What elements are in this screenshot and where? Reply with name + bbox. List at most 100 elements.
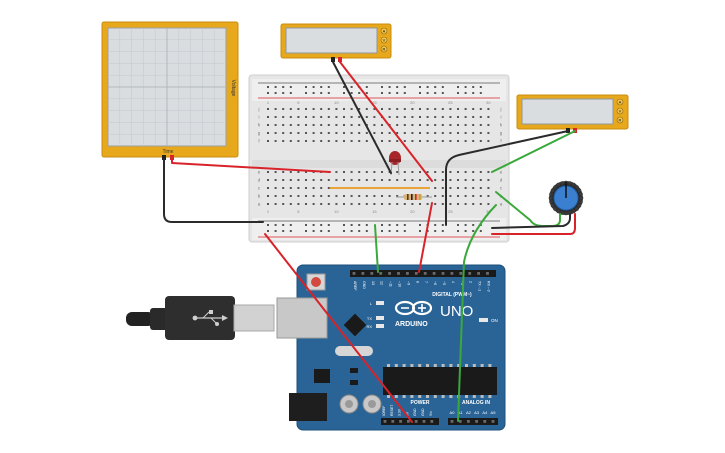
multimeter-top-mode-a[interactable] (380, 27, 388, 35)
digital-pin-label: RX←0 (487, 281, 491, 292)
digital-pin-label: ~3 (460, 281, 464, 285)
column-number: 25 (448, 209, 453, 214)
multimeter-top-terminal-positive[interactable] (338, 57, 342, 62)
led-on-label: ON (491, 318, 498, 323)
column-number: 20 (410, 209, 415, 214)
column-number: 1 (267, 100, 270, 105)
analog-header (448, 418, 498, 425)
multimeter-right-mode-r-label: R (619, 118, 622, 123)
oscilloscope-terminal-positive[interactable] (170, 155, 174, 160)
digital-pin-label: ~11 (389, 281, 393, 287)
power-pin-label: Vin (429, 411, 433, 416)
wire-meter-top-negative[interactable] (332, 61, 392, 174)
power-pin-label: RESET (390, 405, 394, 416)
led-l-label: L (370, 301, 373, 306)
led-red-dome (389, 151, 401, 165)
logo-right-loop-icon (411, 300, 433, 316)
multimeter-top-mode-r[interactable] (380, 45, 388, 53)
analog-in-label: ANALOG IN (462, 400, 490, 406)
dc-power-jack (289, 393, 327, 421)
row-letter: f (500, 139, 502, 144)
row-letter: i (259, 115, 260, 120)
wire-5v-to-rail[interactable] (264, 233, 413, 423)
digital-pin-label: 4 (451, 281, 455, 283)
potentiometer[interactable] (548, 180, 584, 216)
wires (163, 61, 576, 423)
digital-pin-label: 8 (415, 281, 419, 283)
wire-meter-right-negative[interactable] (445, 130, 569, 226)
row-letter: e (500, 170, 503, 175)
wire-a0-to-pot[interactable] (457, 204, 497, 422)
analog-pin-label: A4 (482, 410, 488, 415)
wire-pot-gnd[interactable] (491, 213, 571, 229)
multimeter-top-mode-r-label: R (383, 47, 386, 52)
bottom-header-pins (383, 420, 495, 423)
row-letter: a (258, 202, 261, 207)
digital-header (350, 270, 496, 277)
wire-pot-vcc[interactable] (491, 213, 576, 235)
row-letter: f (258, 139, 260, 144)
usb-symbol-icon (192, 310, 228, 326)
multimeter-right[interactable]: A V R (516, 94, 629, 133)
row-letter: g (500, 131, 503, 136)
column-number: 30 (486, 100, 491, 105)
digital-pin-label: ~10 (398, 281, 402, 287)
led-rx (376, 324, 384, 328)
wire-gnd-to-arduino[interactable] (374, 224, 379, 273)
power-pin-label: GND (421, 408, 425, 416)
component-small-2 (350, 380, 358, 385)
wire-meter-right-positive[interactable] (491, 130, 576, 173)
oscilloscope[interactable]: Voltage Time (101, 21, 239, 160)
multimeter-right-mode-a[interactable] (616, 98, 624, 106)
reset-button[interactable] (311, 277, 321, 287)
bottom-power-rail (252, 218, 506, 240)
row-letter: c (500, 186, 503, 191)
digital-pin-label: 12 (380, 281, 384, 285)
arduino-model: UNO (440, 303, 473, 320)
wire-scope-gnd[interactable] (163, 159, 264, 223)
oscilloscope-x-label: Time (163, 149, 174, 155)
multimeter-top-mode-a-label: A (383, 29, 386, 34)
usb-cable[interactable] (126, 296, 275, 340)
led-red[interactable] (389, 151, 401, 176)
arduino-logo (394, 300, 433, 316)
row-letter: g (258, 131, 261, 136)
digital-pin-label: 2 (469, 281, 473, 283)
multimeter-right-mode-v[interactable] (616, 107, 624, 115)
voltage-regulator (314, 369, 330, 383)
row-letter: h (500, 123, 503, 128)
column-number: 25 (448, 100, 453, 105)
wire-scope-signal[interactable] (171, 159, 331, 173)
digital-pin-label: ~9 (406, 281, 410, 285)
resistor[interactable] (396, 194, 432, 200)
oscilloscope-terminal-negative[interactable] (162, 155, 166, 160)
multimeter-top-terminal-negative[interactable] (331, 57, 335, 62)
wire-pin8-to-resistor[interactable] (418, 202, 433, 273)
column-number: 15 (372, 100, 377, 105)
multimeter-right-mode-r[interactable] (616, 116, 624, 124)
oscilloscope-grid (108, 28, 226, 146)
multimeter-right-display (521, 98, 614, 125)
usb-chip (343, 313, 367, 337)
row-letter: d (258, 178, 261, 183)
oscilloscope-y-label: Voltage (230, 80, 236, 97)
column-number: 10 (334, 209, 339, 214)
row-letter: d (500, 178, 503, 183)
digital-pin-label: ~6 (433, 281, 437, 285)
led-tx (376, 316, 384, 320)
wire-meter-top-positive[interactable] (339, 61, 433, 182)
row-letter: b (258, 194, 261, 199)
column-number: 1 (267, 209, 270, 214)
multimeter-top-mode-v[interactable] (380, 36, 388, 44)
atmega-chip (383, 367, 497, 395)
multimeter-right-mode-a-label: A (619, 100, 622, 105)
column-number: 20 (410, 100, 415, 105)
digital-pin-label: TX→1 (478, 281, 482, 291)
multimeter-top[interactable]: A V R (280, 23, 392, 62)
multimeter-right-mode-v-label: V (619, 109, 622, 114)
